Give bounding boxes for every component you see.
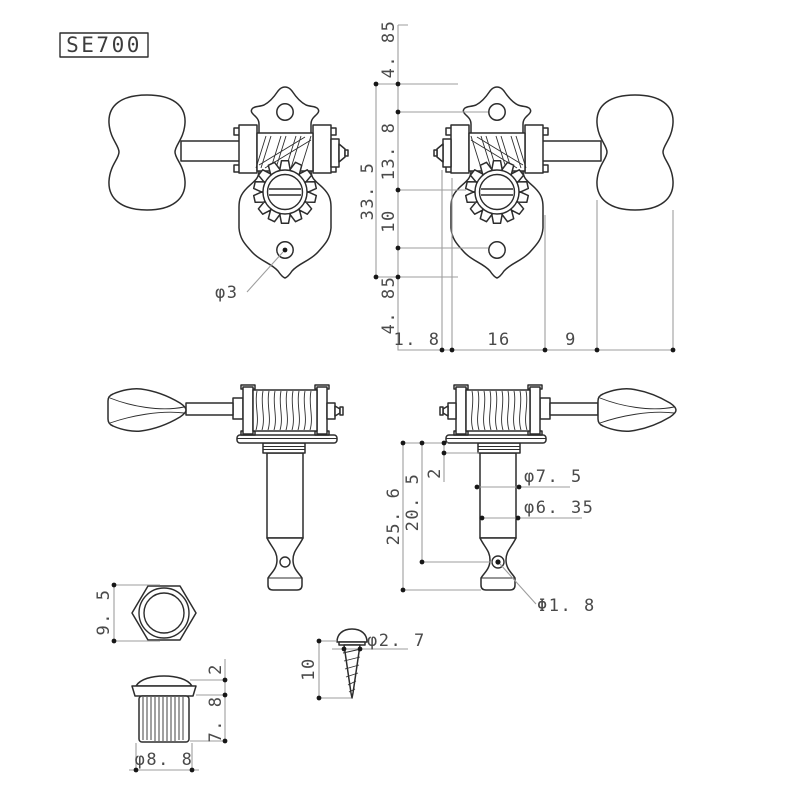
nut-dim-lines	[113, 584, 160, 642]
string-hole	[279, 556, 291, 568]
bushing-knurl	[142, 697, 184, 741]
extension-lines-vertical	[441, 170, 674, 350]
dim-post-dia-upper: φ7. 5	[524, 467, 583, 487]
dim-side-overall: 25. 6	[384, 487, 404, 546]
dim-dot	[441, 450, 447, 456]
screw-threads	[342, 648, 362, 693]
dim-seg-lower: 10	[379, 209, 399, 232]
dim-nut-width: 9. 5	[94, 589, 114, 636]
dim-dot	[341, 646, 347, 652]
dim-dot	[222, 738, 228, 744]
dim-line-segments	[397, 24, 673, 351]
dim-string-hole-dia: Φ1. 8	[537, 596, 596, 616]
screw-dim-lines	[318, 640, 408, 699]
dim-plate-width: 16	[487, 330, 510, 350]
dim-pin-protrusion: 1. 8	[394, 330, 441, 350]
extension-lines-horizontal	[376, 83, 488, 278]
dim-dot	[373, 274, 379, 280]
dim-dot	[449, 347, 455, 353]
front-view-right	[433, 86, 674, 279]
dim-dot	[133, 767, 139, 773]
dim-lines-vertical	[402, 443, 445, 590]
bushing-view: 2 7. 8 φ8. 8	[129, 659, 228, 773]
dim-seg-bottom: 4. 85	[379, 276, 399, 335]
model-label: SE700	[59, 32, 149, 58]
hex-nut-view: 9. 5	[94, 582, 197, 644]
bushing-dim-lines	[129, 659, 226, 771]
dim-post-dia-lower: φ6. 35	[524, 498, 594, 518]
dim-bushing-dia: φ8. 8	[135, 750, 194, 770]
dim-dot	[670, 347, 676, 353]
dim-dot	[419, 559, 425, 565]
dim-dot	[316, 638, 322, 644]
dim-post-height: 20. 5	[403, 473, 423, 532]
dim-dot	[222, 677, 228, 683]
dim-seg-top: 4. 85	[379, 20, 399, 79]
dim-dot	[357, 646, 363, 652]
hex-nut-outline	[131, 585, 197, 641]
side-dimensions: 2 20. 5 25. 6 φ7. 5 φ6. 35 Φ1. 8	[384, 440, 596, 616]
dim-dot	[419, 440, 425, 446]
dim-dot	[479, 515, 485, 521]
dim-bushing-body: 7. 8	[206, 696, 226, 743]
dim-dot	[400, 587, 406, 593]
dim-dot	[542, 347, 548, 353]
dim-dot	[395, 187, 401, 193]
dim-dot	[395, 274, 401, 280]
dim-dot	[594, 347, 600, 353]
knob-shaft	[549, 402, 599, 416]
side-view-left	[107, 384, 344, 591]
nut-ring-outer	[138, 587, 190, 639]
hole-leader-line	[246, 251, 284, 293]
bushing-dome	[135, 675, 193, 687]
bushing-flange	[131, 685, 197, 697]
front-view-left: φ3	[108, 86, 349, 303]
extension-lines	[403, 442, 492, 591]
screw-head	[336, 628, 368, 643]
knob-shaft	[185, 402, 234, 416]
dim-dot	[515, 515, 521, 521]
dim-screw-dia: φ2. 7	[367, 631, 426, 651]
dim-collar-height: 2	[425, 467, 445, 479]
dim-dot	[222, 692, 228, 698]
dim-dot	[474, 484, 480, 490]
dim-dot	[111, 638, 117, 644]
model-label-text: SE700	[66, 33, 142, 57]
dim-dot	[395, 81, 401, 87]
dim-dot	[395, 109, 401, 115]
dim-dot	[395, 245, 401, 251]
string-hole-leader	[499, 563, 537, 605]
model-label-box	[59, 32, 149, 58]
dim-dot	[316, 695, 322, 701]
dim-screw-length: 10	[299, 657, 319, 680]
bushing-body	[138, 695, 190, 743]
dim-overall-height: 33. 5	[358, 162, 378, 221]
dim-seg-upper: 13. 8	[379, 122, 399, 181]
dim-dot	[373, 81, 379, 87]
dim-dot	[439, 347, 445, 353]
front-dimensions: 33. 5 4. 85 13. 8 10 4. 85 1. 8 16 9	[358, 20, 676, 353]
dim-hole-dia: φ3	[215, 283, 238, 303]
nut-ring-inner	[143, 592, 185, 634]
dim-dot	[400, 440, 406, 446]
dim-dot	[516, 484, 522, 490]
dia-dim-lines	[477, 486, 582, 519]
dim-dot	[189, 767, 195, 773]
screw-view: φ2. 7 10	[299, 628, 426, 701]
dim-dot	[111, 582, 117, 588]
dim-dot	[441, 440, 447, 446]
dim-bushing-flange: 2	[206, 663, 226, 675]
string-hole-dot	[495, 559, 501, 565]
hole-center-dot	[282, 247, 288, 253]
dim-shaft-length: 9	[565, 330, 577, 350]
